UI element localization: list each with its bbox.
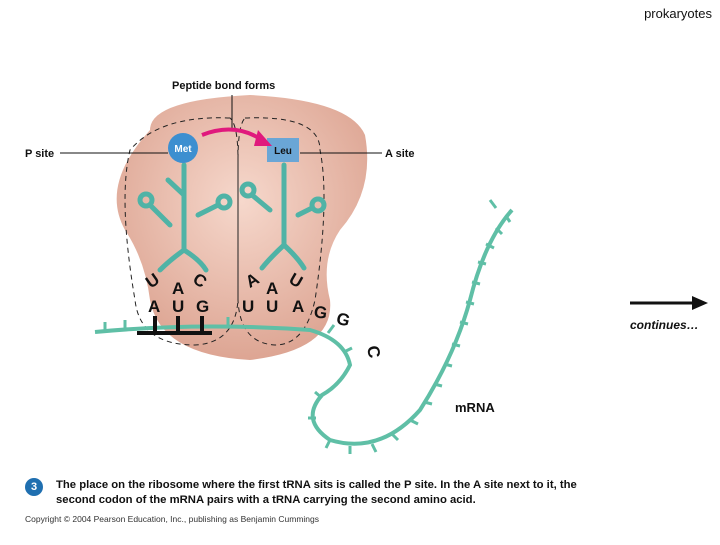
codon-9: C — [363, 344, 384, 359]
a-site-outline — [237, 117, 325, 346]
codon-1: A — [148, 297, 160, 316]
peptide-arrowhead — [254, 130, 272, 146]
codon-2: U — [172, 297, 184, 316]
anticodon-a-2: A — [266, 279, 278, 298]
codon-4: U — [242, 297, 254, 316]
trna-p-site — [137, 162, 233, 273]
peptide-bond-label: Peptide bond forms — [172, 80, 275, 92]
a-site-label: A site — [385, 148, 415, 160]
met-label: Met — [174, 144, 192, 155]
anticodon-p-2: A — [172, 279, 184, 298]
mrna-label: mRNA — [455, 400, 495, 415]
leu-amino-acid — [267, 138, 299, 162]
caption-text: The place on the ribosome where the firs… — [56, 479, 577, 506]
codon-3: G — [196, 297, 209, 316]
codon-6: A — [292, 297, 304, 316]
mrna-ticks — [103, 199, 512, 454]
continues-arrowhead — [692, 296, 708, 310]
codon-7: G — [313, 302, 329, 323]
codon-letters: A U G U U A G G C — [148, 297, 384, 360]
corner-title: prokaryotes — [644, 6, 712, 21]
codon-8: G — [334, 309, 352, 331]
step-badge: 3 — [25, 478, 43, 496]
pairing-bars — [137, 316, 212, 335]
codon-5: U — [266, 297, 278, 316]
mrna-strand — [94, 208, 514, 446]
trna-a-site — [239, 162, 327, 271]
leu-label: Leu — [274, 146, 292, 157]
copyright-notice: Copyright © 2004 Pearson Education, Inc.… — [25, 514, 320, 524]
continues-label: continues… — [630, 318, 699, 332]
p-site-label: P site — [25, 148, 54, 160]
p-site-outline — [124, 117, 239, 346]
met-amino-acid — [168, 133, 198, 163]
